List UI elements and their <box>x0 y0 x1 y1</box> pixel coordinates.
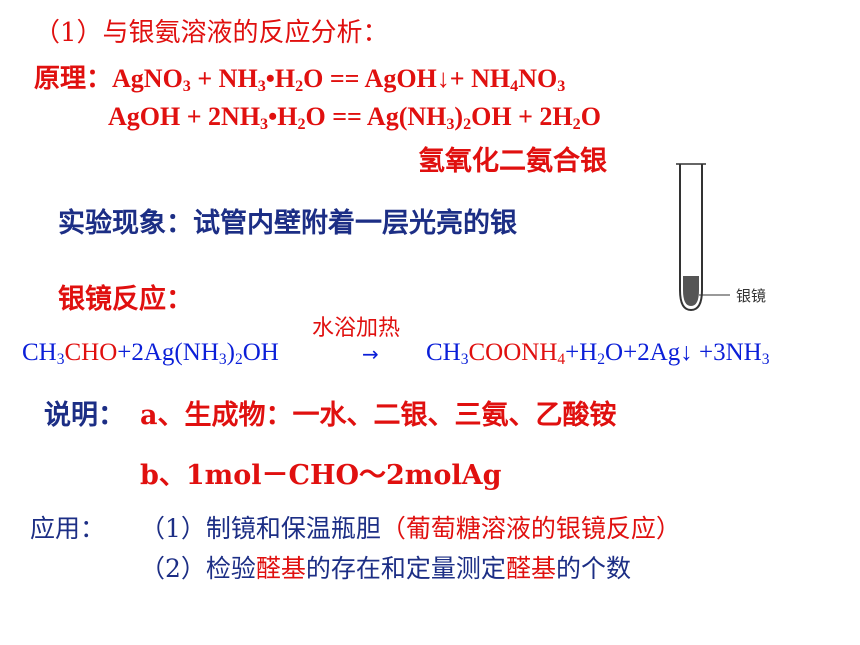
principle-equation-2: AgOH + 2NH3•H2O == Ag(NH3)2OH + 2H2O <box>108 102 601 134</box>
application-label: 应用： <box>30 514 106 543</box>
precipitate-arrow-icon: ↓ <box>436 64 450 93</box>
reaction-arrow-icon: → <box>362 342 379 366</box>
application-item-1: （1）制镜和保温瓶胆（葡萄糖溶液的银镜反应） <box>140 514 681 543</box>
reaction-lhs: CH3CHO+2Ag(NH3)2OH <box>22 339 279 368</box>
phenomenon-text: 实验现象：试管内壁附着一层光亮的银 <box>58 208 517 239</box>
application-item-2: （2）检验醛基的存在和定量测定醛基的个数 <box>140 554 631 583</box>
test-tube-icon: 银镜 <box>676 163 766 312</box>
product-name: 氢氧化二氨合银 <box>418 146 607 177</box>
reaction-rhs: CH3COONH4+H2O+2Ag↓ +3NH3 <box>426 339 770 368</box>
note-a: a、生成物：一水、二银、三氨、乙酸铵 <box>140 400 617 431</box>
notes-label: 说明： <box>44 400 125 431</box>
principle-equation-1: 原理：AgNO3 + NH3•H2O == AgOH↓+ NH4NO3 <box>34 64 566 96</box>
mirror-reaction-label: 银镜反应： <box>58 284 193 315</box>
reaction-condition: 水浴加热 <box>312 316 401 341</box>
test-tube-figure: 银镜 <box>668 158 798 318</box>
section-title: （1）与银氨溶液的反应分析： <box>34 18 389 48</box>
precipitate-arrow-icon: ↓ <box>680 339 693 366</box>
mirror-label: 银镜 <box>736 287 766 305</box>
principle-label: 原理： <box>34 64 113 93</box>
note-b: b、1mol－CHO～2molAg <box>140 460 502 491</box>
